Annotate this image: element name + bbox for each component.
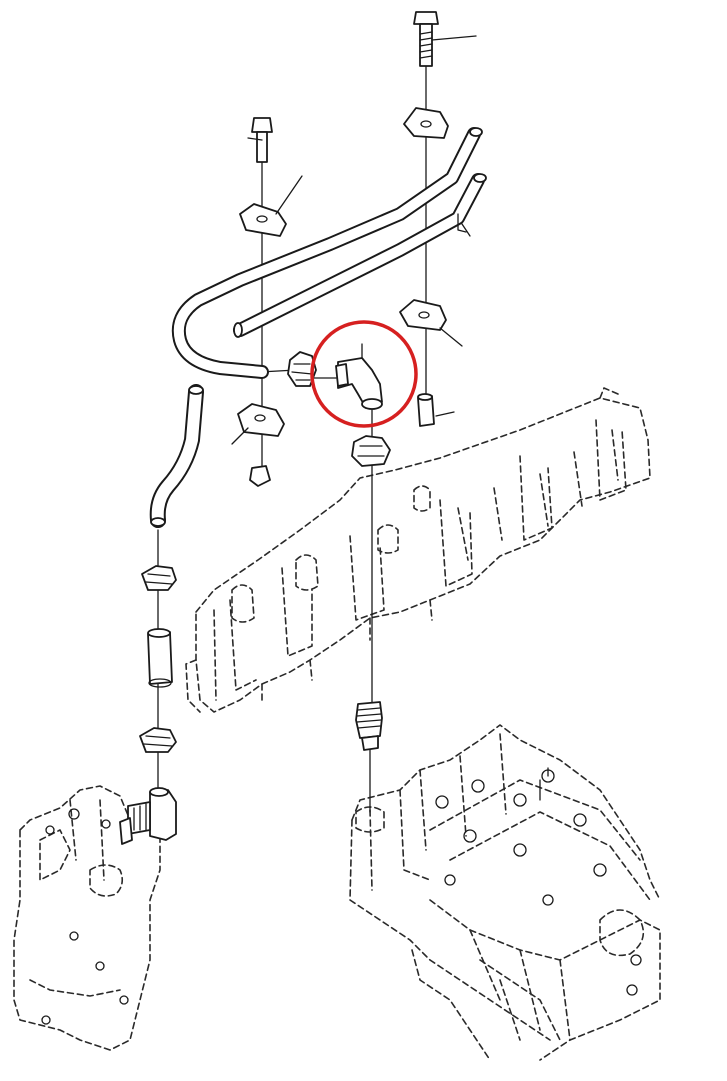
hose-clamp-upper (141, 565, 177, 591)
clamp-plate-top (403, 107, 449, 139)
rubber-sleeve (417, 393, 455, 427)
return-hose (149, 384, 204, 528)
threaded-nipple (355, 701, 383, 751)
fuel-return-pipes (171, 127, 487, 379)
banjo-nut (351, 435, 391, 467)
tee-fitting (119, 787, 177, 845)
clamp-plate-right (399, 299, 463, 347)
exhaust-manifold (185, 387, 651, 713)
highlight-circle (310, 320, 418, 428)
engine-block (349, 724, 661, 1061)
nut-left (249, 465, 271, 487)
hose-clamp-lower (139, 727, 177, 753)
long-bolt (413, 11, 477, 67)
bolt-left (247, 117, 273, 163)
clamp-plate-left-lower (231, 403, 285, 445)
short-hose (147, 628, 173, 688)
pump-housing (13, 785, 161, 1051)
clamp-plate-left-upper (239, 175, 303, 237)
elbow-fitting (335, 343, 383, 410)
